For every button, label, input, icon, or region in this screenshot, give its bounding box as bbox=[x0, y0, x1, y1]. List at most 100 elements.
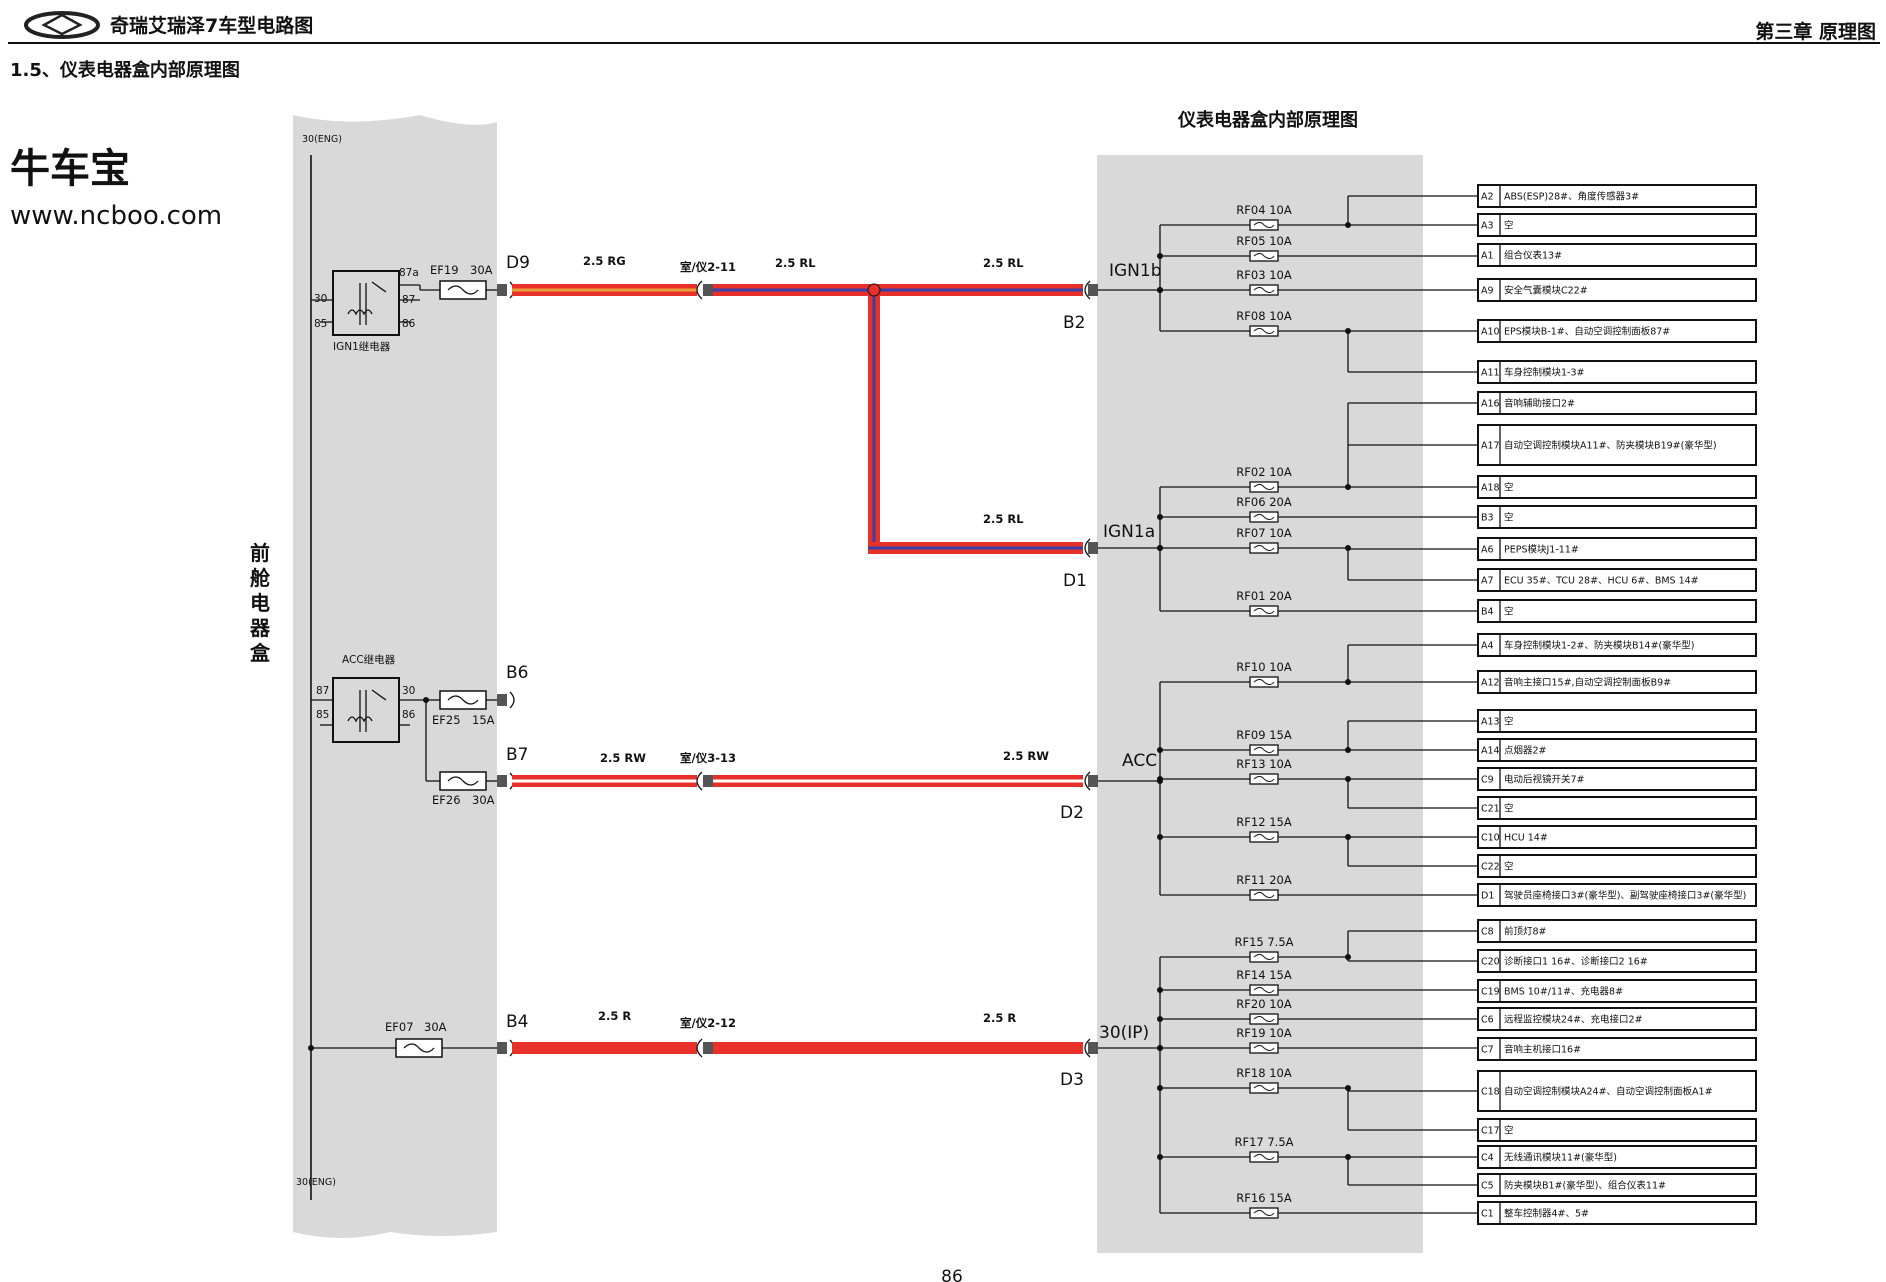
ip-fuse: RF04 10A bbox=[1236, 203, 1292, 231]
output-text: 空 bbox=[1504, 716, 1514, 728]
ip-box-title: 仪表电器盒内部原理图 bbox=[1177, 109, 1358, 131]
ip-fuse: RF06 20A bbox=[1236, 495, 1292, 523]
output-text: 音响主接口15#,自动空调控制面板B9# bbox=[1504, 677, 1671, 689]
ip-fuse-label: RF14 15A bbox=[1236, 968, 1292, 982]
wire-b7-spec2: 2.5 RW bbox=[1003, 749, 1049, 763]
output-code: C1 bbox=[1481, 1209, 1494, 1220]
inline-connectors bbox=[696, 280, 713, 1058]
output-text: 前顶灯8# bbox=[1504, 926, 1547, 938]
wire-b7: 2.5 RW 室/仪3-13 2.5 RW bbox=[512, 749, 1083, 787]
output-text: 自动空调控制模块A11#、防夹模块B19#(豪华型) bbox=[1504, 440, 1717, 452]
output-code: C21 bbox=[1481, 804, 1500, 815]
ign-relay-name: IGN1继电器 bbox=[333, 340, 391, 353]
svg-text:盒: 盒 bbox=[249, 641, 271, 665]
output-text: 空 bbox=[1504, 1125, 1514, 1137]
output-text: 空 bbox=[1504, 861, 1514, 873]
ip-fuse-label: RF03 10A bbox=[1236, 268, 1292, 282]
front-box-panel bbox=[293, 115, 497, 1238]
ef26-rating: 30A bbox=[472, 793, 495, 807]
pin-d1: D1 bbox=[1063, 571, 1087, 591]
ign1-relay: 87a 87 30 85 86 IGN1继电器 bbox=[311, 267, 420, 353]
output-code: C7 bbox=[1481, 1045, 1494, 1056]
ip-entry-pins bbox=[1084, 280, 1098, 1058]
ip-fuse: RF14 15A bbox=[1236, 968, 1292, 996]
ef07-label: EF07 bbox=[385, 1020, 414, 1034]
output-text: 音响主机接口16# bbox=[1504, 1044, 1581, 1056]
group-ign1b-label: IGN1b bbox=[1109, 261, 1162, 281]
fuse-ef19: EF19 30A bbox=[419, 263, 500, 300]
pin-d2: D2 bbox=[1060, 803, 1084, 823]
output-code: C8 bbox=[1481, 927, 1494, 938]
ip-fuse-label: RF07 10A bbox=[1236, 526, 1292, 540]
output-text: 车身控制模块1-2#、防夹模块B14#(豪华型) bbox=[1504, 640, 1694, 652]
ip-fuse-label: RF12 15A bbox=[1236, 815, 1292, 829]
output-text: 车身控制模块1-3# bbox=[1504, 367, 1585, 379]
ip-fuse-label: RF09 15A bbox=[1236, 728, 1292, 742]
group-ign1a-label: IGN1a bbox=[1103, 522, 1155, 542]
output-code: C9 bbox=[1481, 775, 1494, 786]
svg-text:器: 器 bbox=[249, 616, 271, 640]
ip-fuse-label: RF02 10A bbox=[1236, 465, 1292, 479]
ip-fuse-label: RF05 10A bbox=[1236, 234, 1292, 248]
ip-fuse: RF02 10A bbox=[1236, 465, 1292, 493]
pin-d3: D3 bbox=[1060, 1070, 1084, 1090]
page-number: 86 bbox=[941, 1267, 963, 1282]
output-text: 空 bbox=[1504, 482, 1514, 494]
wire-d9-spec4: 2.5 RL bbox=[983, 512, 1024, 526]
output-code: A14 bbox=[1481, 746, 1500, 757]
ign-pin-86: 86 bbox=[402, 318, 416, 330]
output-row: C21 空 bbox=[1477, 796, 1757, 820]
svg-text:舱: 舱 bbox=[250, 566, 271, 590]
wire-b4: 2.5 R 室/仪2-12 2.5 R bbox=[512, 1009, 1083, 1054]
wire-b4-spec1: 2.5 R bbox=[598, 1009, 631, 1023]
group-acc-label: ACC bbox=[1122, 751, 1157, 771]
ip-fuse: RF12 15A bbox=[1236, 815, 1292, 843]
output-text: ECU 35#、TCU 28#、HCU 6#、BMS 14# bbox=[1504, 576, 1699, 587]
output-text: EPS模块B-1#、自动空调控制面板87# bbox=[1504, 326, 1670, 338]
wire-d9-connector: 室/仪2-11 bbox=[680, 260, 736, 274]
acc-pin-85: 85 bbox=[316, 709, 329, 721]
terminal-b7: B7 bbox=[506, 745, 528, 765]
svg-text:前: 前 bbox=[250, 541, 270, 565]
output-code: C5 bbox=[1481, 1181, 1494, 1192]
acc-relay-name: ACC继电器 bbox=[342, 653, 396, 666]
wire-d9-spec1: 2.5 RG bbox=[583, 254, 626, 268]
ef07-rating: 30A bbox=[424, 1020, 447, 1034]
acc-relay: 87 30 85 86 ACC继电器 bbox=[311, 653, 426, 743]
fuse-ef26: EF26 30A bbox=[432, 771, 500, 807]
ip-fuse-label: RF13 10A bbox=[1236, 757, 1292, 771]
front-box-label: 前 舱 电 器 盒 bbox=[249, 541, 271, 665]
wire-b4-spec2: 2.5 R bbox=[983, 1011, 1016, 1025]
ef19-rating: 30A bbox=[470, 263, 493, 277]
output-code: C20 bbox=[1481, 957, 1500, 968]
ip-fuse-label: RF08 10A bbox=[1236, 309, 1292, 323]
brand-logo-icon bbox=[24, 11, 100, 39]
terminal-d9: D9 bbox=[506, 253, 530, 273]
acc-pin-87: 87 bbox=[316, 685, 329, 697]
svg-text:电: 电 bbox=[250, 591, 270, 615]
ip-fuse-label: RF19 10A bbox=[1236, 1026, 1292, 1040]
ef25-label: EF25 bbox=[432, 713, 461, 727]
output-text: 空 bbox=[1504, 803, 1514, 815]
output-text: 空 bbox=[1504, 220, 1514, 232]
ip-fuse-label: RF04 10A bbox=[1236, 203, 1292, 217]
ip-fuse-label: RF10 10A bbox=[1236, 660, 1292, 674]
output-code: C22 bbox=[1481, 862, 1500, 873]
ef26-label: EF26 bbox=[432, 793, 461, 807]
output-text: 驾驶员座椅接口3#(豪华型)、副驾驶座椅接口3#(豪华型) bbox=[1504, 890, 1746, 902]
output-code: A7 bbox=[1481, 576, 1494, 587]
ign-pin-87a: 87a bbox=[399, 267, 419, 279]
